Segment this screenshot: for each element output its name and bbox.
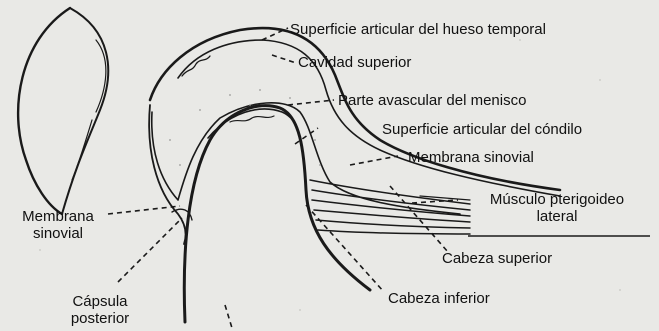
label-lower-head: Cabeza inferior [388,290,490,307]
posterior-crescent [18,8,108,214]
condyle [184,106,370,322]
label-synovial-left: Membrana sinovial [4,208,112,242]
paper-texture [39,39,621,311]
lateral-pterygoid [310,180,470,234]
label-lateral-pterygoid: Músculo pterigoideo lateral [462,191,652,225]
label-condyle-surface: Superficie articular del cóndilo [382,121,582,138]
label-avascular-part: Parte avascular del menisco [338,92,526,109]
label-pterygoid-line2: lateral [462,208,652,225]
label-posterior-capsule: Cápsula posterior [50,293,150,327]
label-synovial-left-line1: Membrana [4,208,112,225]
label-capsule-line2: posterior [50,310,150,327]
label-upper-cavity: Cavidad superior [298,54,411,71]
label-synovial-right: Membrana sinovial [408,149,534,166]
leader-lines [108,28,458,328]
label-temporal-surface: Superficie articular del hueso temporal [290,21,546,38]
label-synovial-left-line2: sinovial [4,225,112,242]
label-upper-head: Cabeza superior [442,250,552,267]
label-capsule-line1: Cápsula [50,293,150,310]
label-pterygoid-line1: Músculo pterigoideo [462,191,652,208]
